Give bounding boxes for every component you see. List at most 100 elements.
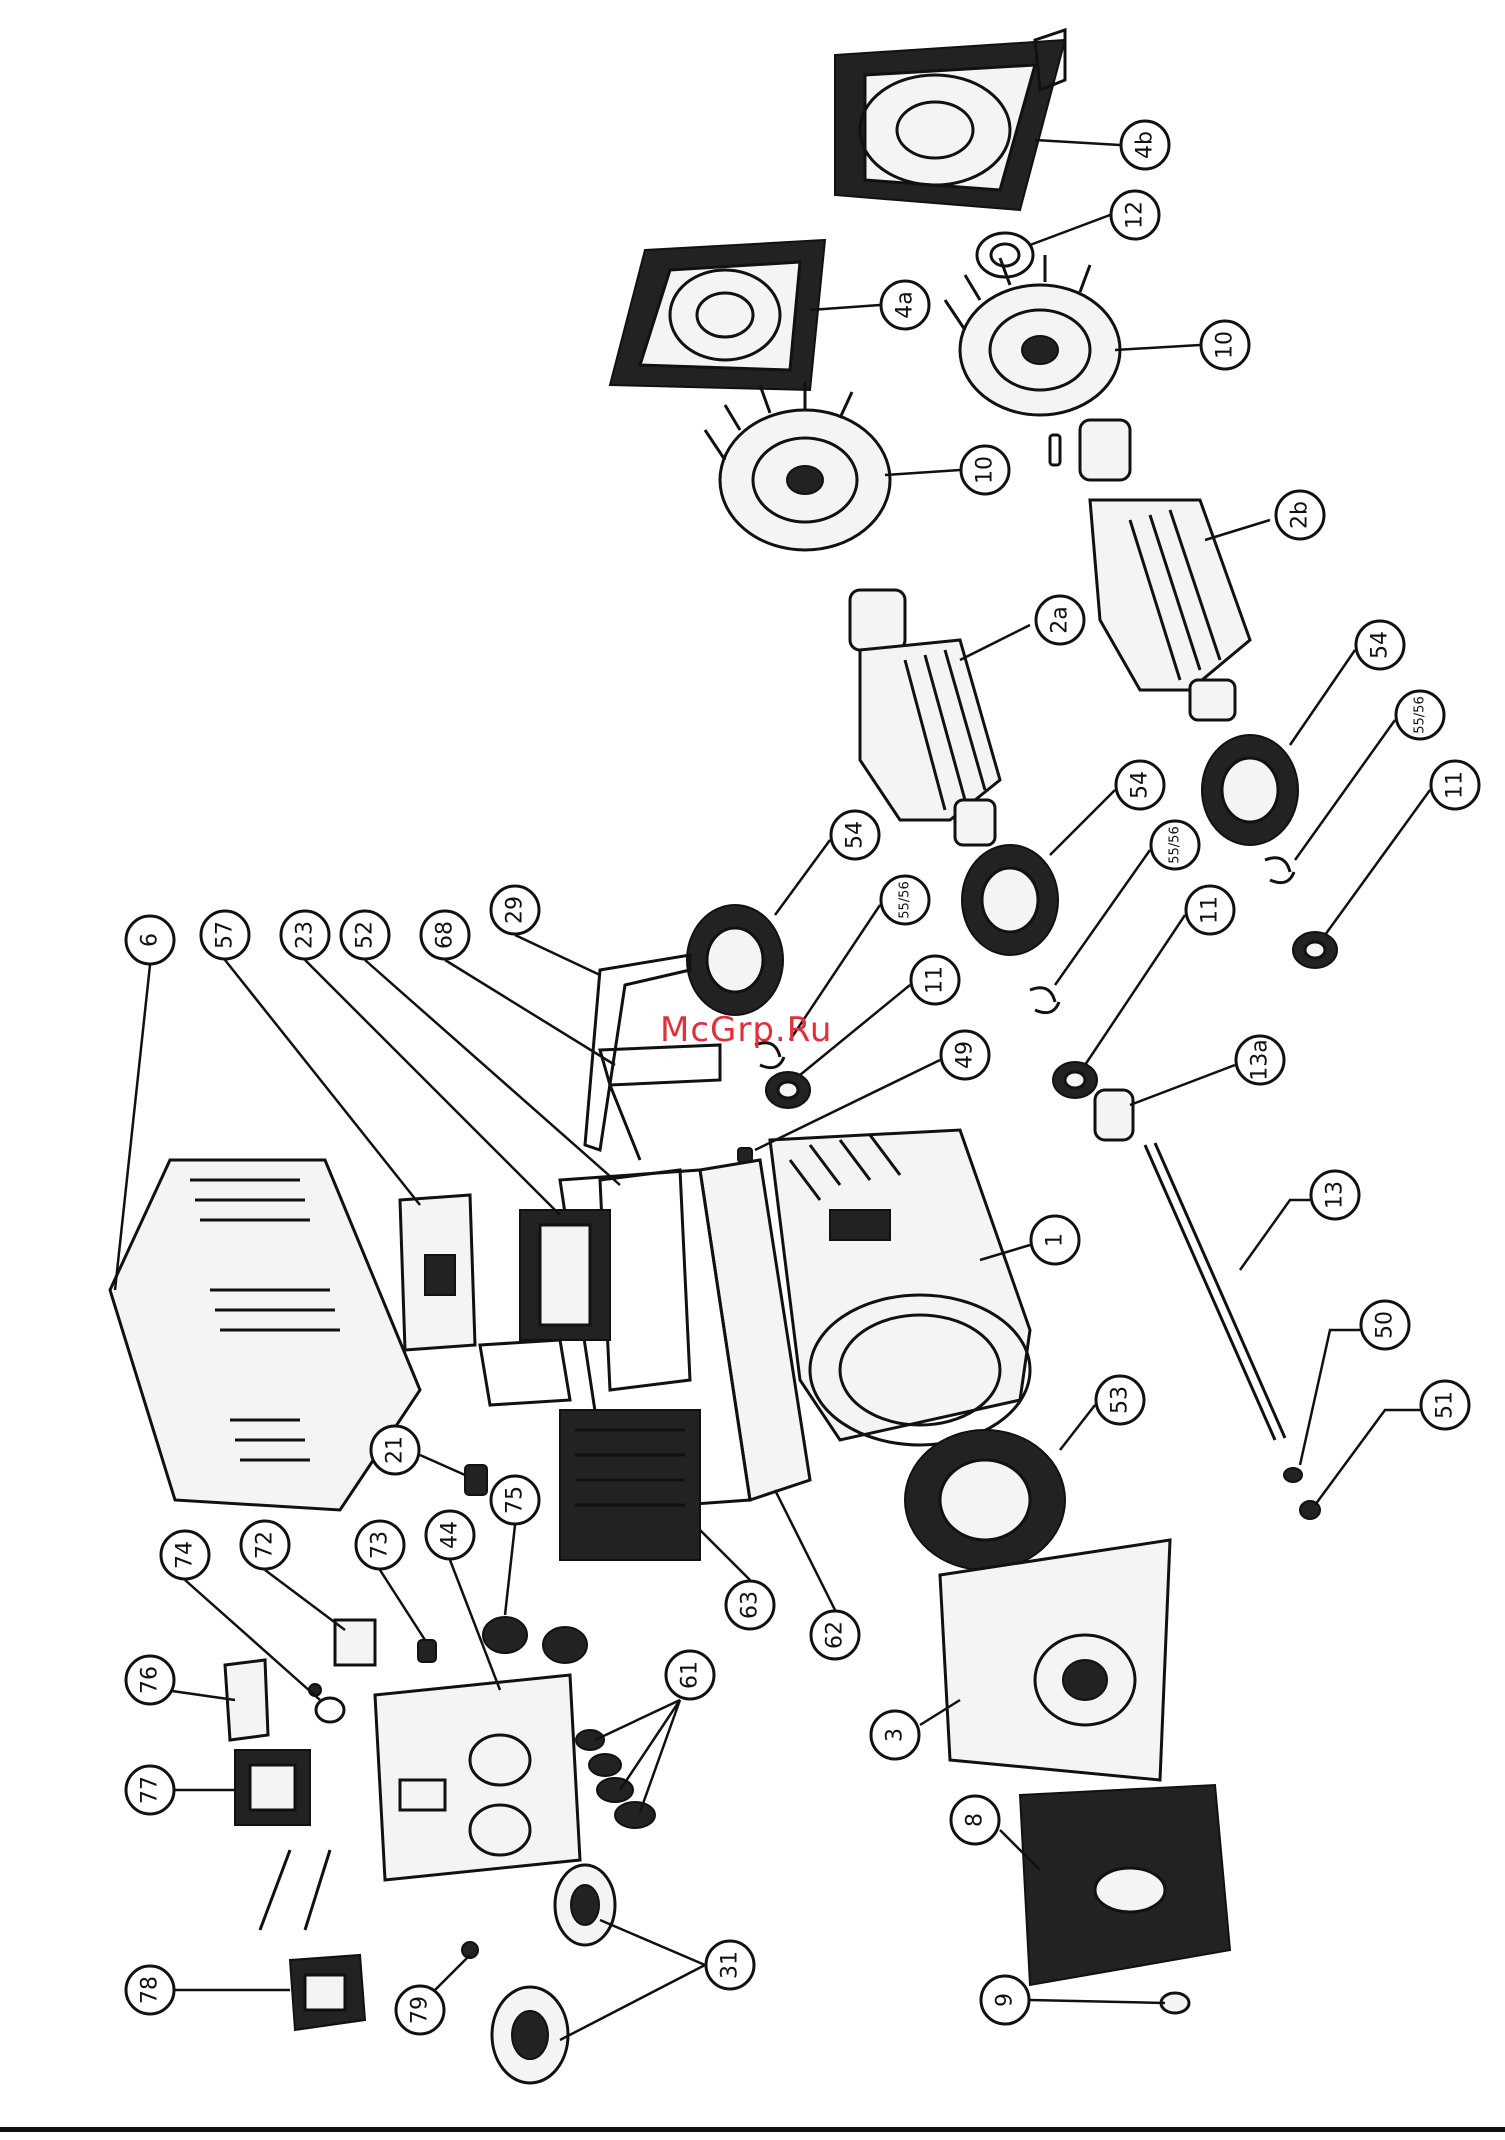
part-rectifier-23	[520, 1210, 610, 1340]
callout-11: 11	[1431, 761, 1479, 809]
part-rotor-2b	[1080, 420, 1250, 720]
callout-68: 68	[421, 911, 469, 959]
callout-label: 11	[923, 966, 948, 994]
callout-49: 49	[941, 1031, 989, 1079]
callout-72: 72	[241, 1521, 289, 1569]
callout-74: 74	[161, 1531, 209, 1579]
part-end-cover-4a	[610, 240, 825, 390]
callout-label: 78	[138, 1976, 163, 2004]
part-knob-74	[309, 1684, 344, 1722]
callout-label: 55/56	[898, 881, 913, 918]
callout-label: 8	[963, 1813, 988, 1827]
callout-4b: 4b	[1121, 121, 1169, 169]
callout-62: 62	[811, 1611, 859, 1659]
callout-51: 51	[1421, 1381, 1469, 1429]
callout-55-56: 55/56	[1396, 691, 1444, 739]
callout-8: 8	[951, 1796, 999, 1844]
callout-label: 3	[883, 1728, 908, 1742]
callout-73: 73	[356, 1521, 404, 1569]
part-diode-block-63	[560, 1410, 700, 1560]
callout-label: 63	[738, 1591, 763, 1619]
callout-label: 4a	[893, 291, 918, 318]
callout-label: 13	[1323, 1181, 1348, 1209]
callout-2a: 2a	[1036, 596, 1084, 644]
callout-79: 79	[396, 1986, 444, 2034]
callout-63: 63	[726, 1581, 774, 1629]
callout-10: 10	[961, 446, 1009, 494]
callout-label: 10	[973, 456, 998, 484]
callout-label: 54	[843, 821, 868, 849]
callout-label: 68	[433, 921, 458, 949]
callout-label: 50	[1373, 1311, 1398, 1339]
watermark-text: McGrp.Ru	[660, 1010, 832, 1050]
callout-12: 12	[1111, 191, 1159, 239]
callout-label: 72	[253, 1531, 278, 1559]
callout-1: 1	[1031, 1216, 1079, 1264]
callout-label: 44	[438, 1521, 463, 1549]
callout-label: 52	[353, 921, 378, 949]
callout-29: 29	[491, 886, 539, 934]
callout-4a: 4a	[881, 281, 929, 329]
callout-11: 11	[1186, 886, 1234, 934]
part-diode-21	[465, 1465, 487, 1495]
callout-61: 61	[666, 1651, 714, 1699]
part-board-52	[600, 1170, 690, 1390]
callout-44: 44	[426, 1511, 474, 1559]
part-sockets-31	[492, 1865, 615, 2083]
callout-3: 3	[871, 1711, 919, 1759]
part-rotor-2a	[850, 590, 1000, 845]
part-bushing-13a	[1095, 1090, 1133, 1140]
callout-label: 51	[1433, 1391, 1458, 1419]
callout-label: 55/56	[1413, 696, 1428, 733]
part-bushings-61	[576, 1730, 655, 1828]
part-exciter-54-middle	[962, 845, 1058, 955]
callout-label: 62	[823, 1621, 848, 1649]
callout-label: 49	[953, 1041, 978, 1069]
callout-77: 77	[126, 1766, 174, 1814]
part-gland-75	[483, 1617, 587, 1663]
part-control-panel-44	[375, 1675, 580, 1880]
callout-label: 76	[138, 1666, 163, 1694]
callout-31: 31	[706, 1941, 754, 1989]
part-exciter-54-right	[1202, 735, 1298, 845]
callout-11: 11	[911, 956, 959, 1004]
callout-label: 54	[1368, 631, 1393, 659]
callout-label: 53	[1108, 1386, 1133, 1414]
part-washer-nut-50-51	[1284, 1468, 1320, 1519]
callout-52: 52	[341, 911, 389, 959]
callout-54: 54	[1356, 621, 1404, 669]
callout-label: 31	[718, 1951, 743, 1979]
callout-9: 9	[981, 1976, 1029, 2024]
callout-label: 21	[383, 1436, 408, 1464]
callout-53: 53	[1096, 1376, 1144, 1424]
callout-2b: 2b	[1276, 491, 1324, 539]
callout-54: 54	[831, 811, 879, 859]
part-exciter-54-left	[687, 905, 783, 1015]
callout-label: 73	[368, 1531, 393, 1559]
callout-23: 23	[281, 911, 329, 959]
callout-label: 61	[678, 1661, 703, 1689]
footer-rule	[0, 2127, 1505, 2132]
callout-label: 10	[1213, 331, 1238, 359]
part-tie-rod-13	[1145, 1143, 1285, 1440]
part-terminal-77	[235, 1750, 310, 1825]
callout-label: 57	[213, 921, 238, 949]
part-plate-68	[600, 1045, 720, 1160]
callout-label: 54	[1128, 771, 1153, 799]
part-fan-cover-8	[1020, 1785, 1230, 1985]
callout-55-56: 55/56	[1151, 821, 1199, 869]
part-switch-73	[418, 1640, 436, 1662]
callout-label: 75	[503, 1486, 528, 1514]
callout-label: 23	[293, 921, 318, 949]
callout-54: 54	[1116, 761, 1164, 809]
callout-6: 6	[126, 916, 174, 964]
callout-label: 11	[1198, 896, 1223, 924]
callout-label: 13a	[1248, 1039, 1273, 1080]
callout-76: 76	[126, 1656, 174, 1704]
callout-78: 78	[126, 1966, 174, 2014]
callout-label: 1	[1043, 1233, 1068, 1247]
part-capacitor-57	[400, 1195, 475, 1350]
part-fan-10-upper	[945, 255, 1120, 415]
callout-label: 6	[138, 933, 163, 947]
